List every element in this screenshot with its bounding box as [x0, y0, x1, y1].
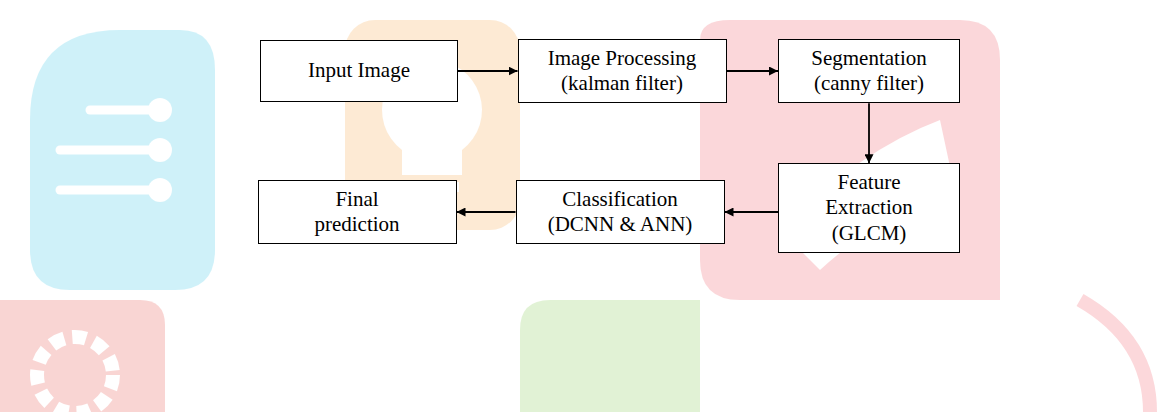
flow-arrow — [458, 70, 518, 72]
process-box: Image Processing (kalman filter) — [518, 39, 727, 103]
watermark-gear — [37, 337, 113, 412]
box-label: Final prediction — [302, 187, 412, 237]
process-box: Classification (DCNN & ANN) — [516, 180, 725, 244]
box-label: Input Image — [308, 58, 410, 83]
process-box: Feature Extraction (GLCM) — [778, 163, 960, 253]
process-box: Segmentation (canny filter) — [778, 39, 960, 103]
watermark-leaf-panel — [520, 300, 700, 412]
watermark-book-panel — [700, 20, 1000, 300]
flow-arrow — [727, 70, 779, 72]
box-label: Feature Extraction (GLCM) — [795, 170, 943, 246]
box-label: Classification (DCNN & ANN) — [530, 187, 710, 237]
flow-arrow — [725, 211, 779, 213]
box-label: Segmentation (canny filter) — [795, 46, 943, 96]
flow-arrow — [457, 211, 516, 213]
flow-arrow — [868, 103, 870, 163]
process-box: Final prediction — [258, 180, 457, 244]
watermark-cloud — [30, 30, 215, 290]
watermark-arc — [1080, 300, 1150, 412]
watermark-gear-panel — [0, 300, 165, 412]
box-label: Image Processing (kalman filter) — [532, 46, 712, 96]
process-box: Input Image — [260, 40, 458, 102]
